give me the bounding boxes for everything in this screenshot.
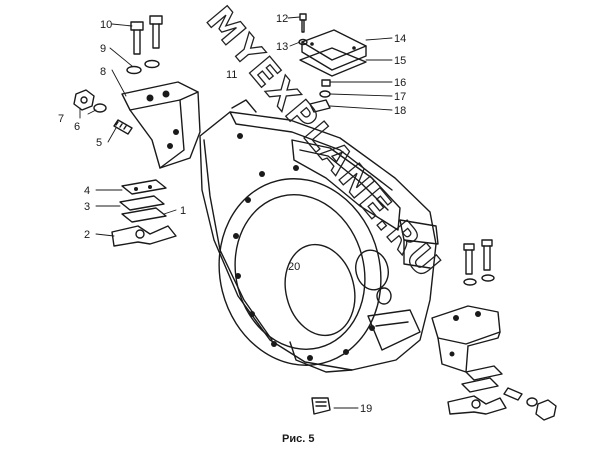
callout-7: 7	[58, 113, 64, 125]
clutch-housing	[199, 99, 439, 373]
top-cover	[299, 29, 367, 77]
callout-15: 15	[394, 55, 406, 67]
callout-6: 6	[74, 121, 80, 133]
support-foot-left	[111, 225, 177, 247]
screw-top	[298, 13, 308, 46]
bolts-upper-left	[130, 15, 163, 55]
shim-stack-right	[461, 365, 503, 393]
shim-stack-left	[119, 179, 167, 223]
flange-holes	[233, 133, 375, 361]
callout-12: 12	[276, 13, 288, 25]
callouts: 10 9 8 7 6 5 4 3 1 2 12 13 11 14 15 16 1…	[58, 13, 406, 415]
figure-caption: Рис. 5	[282, 433, 314, 445]
callout-11: 11	[226, 69, 237, 81]
callout-3: 3	[84, 201, 90, 213]
left-bracket	[121, 81, 201, 169]
callout-5: 5	[96, 137, 102, 149]
callout-18: 18	[394, 105, 406, 117]
callout-2: 2	[84, 229, 90, 241]
callout-20: 20	[288, 261, 300, 273]
callout-17: 17	[394, 91, 406, 103]
callout-1: 1	[180, 205, 186, 217]
callout-16: 16	[394, 77, 406, 89]
callout-4: 4	[84, 185, 90, 197]
nut-washer-right	[503, 387, 557, 421]
housing-recess	[284, 243, 356, 337]
callout-9: 9	[100, 43, 106, 55]
washers-upper-left	[126, 59, 160, 75]
watermark: MYEXPLANE.RU	[198, 0, 448, 287]
support-foot-right	[447, 395, 507, 415]
bolts-right	[463, 239, 495, 286]
callout-10: 10	[100, 19, 112, 31]
leader-lines	[79, 16, 393, 409]
callout-8: 8	[100, 66, 106, 78]
callout-19: 19	[360, 403, 372, 415]
drain-plug	[311, 397, 331, 415]
callout-13: 13	[276, 41, 288, 53]
right-bracket	[431, 305, 501, 373]
stud-left	[113, 119, 133, 135]
callout-14: 14	[394, 33, 406, 45]
nut-washer-left	[73, 89, 107, 113]
